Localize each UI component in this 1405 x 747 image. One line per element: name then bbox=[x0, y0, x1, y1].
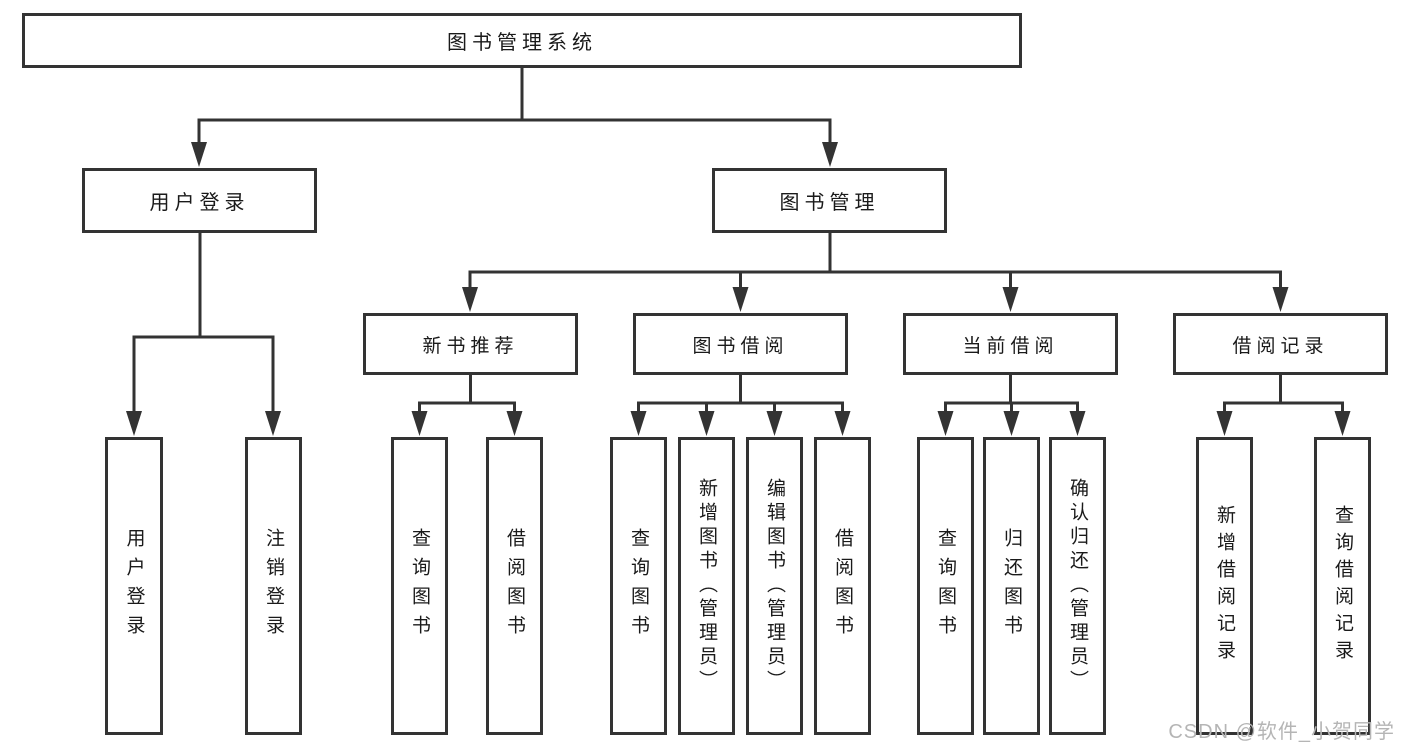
node-new-book-recommend-label: 新书推荐 bbox=[422, 335, 519, 357]
arrowhead-icons bbox=[126, 142, 1351, 436]
leaf-nbr-query-books-label: 查询图书 bbox=[409, 528, 430, 644]
node-current-borrow: 当前借阅 bbox=[903, 313, 1118, 375]
node-book-borrow-label: 图书借阅 bbox=[692, 335, 789, 357]
leaf-nbr-borrow-books: 借阅图书 bbox=[486, 437, 543, 735]
leaf-cb-confirm-return-admin-label: 确认归还（管理员） bbox=[1067, 478, 1088, 694]
leaf-bb-query-books: 查询图书 bbox=[610, 437, 667, 735]
node-borrow-records-label: 借阅记录 bbox=[1232, 335, 1329, 357]
leaf-bb-borrow-books: 借阅图书 bbox=[814, 437, 871, 735]
leaf-cb-query-books-label: 查询图书 bbox=[935, 528, 956, 644]
leaf-br-add-record-label: 新增借阅记录 bbox=[1214, 505, 1235, 667]
leaf-logout: 注销登录 bbox=[245, 437, 302, 735]
leaf-logout-label: 注销登录 bbox=[263, 528, 284, 644]
node-book-management: 图书管理 bbox=[712, 168, 947, 233]
leaf-bb-edit-books-admin-label: 编辑图书（管理员） bbox=[764, 478, 785, 694]
leaf-bb-query-books-label: 查询图书 bbox=[628, 528, 649, 644]
node-user-login-label: 用户登录 bbox=[149, 192, 250, 214]
leaf-br-add-record: 新增借阅记录 bbox=[1196, 437, 1253, 735]
leaf-user-login: 用户登录 bbox=[105, 437, 163, 735]
leaf-br-query-record-label: 查询借阅记录 bbox=[1332, 505, 1353, 667]
node-current-borrow-label: 当前借阅 bbox=[962, 335, 1059, 357]
leaf-cb-return-books-label: 归还图书 bbox=[1001, 528, 1022, 644]
node-book-borrow: 图书借阅 bbox=[633, 313, 848, 375]
leaf-user-login-label: 用户登录 bbox=[123, 528, 145, 644]
leaf-bb-edit-books-admin: 编辑图书（管理员） bbox=[746, 437, 803, 735]
node-root: 图书管理系统 bbox=[22, 13, 1022, 68]
leaf-br-query-record: 查询借阅记录 bbox=[1314, 437, 1371, 735]
node-root-label: 图书管理系统 bbox=[447, 32, 597, 54]
node-book-management-label: 图书管理 bbox=[779, 192, 880, 214]
leaf-bb-add-books-admin-label: 新增图书（管理员） bbox=[696, 478, 717, 694]
leaf-cb-return-books: 归还图书 bbox=[983, 437, 1040, 735]
leaf-cb-query-books: 查询图书 bbox=[917, 437, 974, 735]
leaf-bb-borrow-books-label: 借阅图书 bbox=[832, 528, 853, 644]
leaf-cb-confirm-return-admin: 确认归还（管理员） bbox=[1049, 437, 1106, 735]
csdn-watermark: CSDN @软件_小贺同学 bbox=[1168, 721, 1395, 743]
node-user-login: 用户登录 bbox=[82, 168, 317, 233]
leaf-nbr-query-books: 查询图书 bbox=[391, 437, 448, 735]
node-borrow-records: 借阅记录 bbox=[1173, 313, 1388, 375]
leaf-bb-add-books-admin: 新增图书（管理员） bbox=[678, 437, 735, 735]
node-new-book-recommend: 新书推荐 bbox=[363, 313, 578, 375]
leaf-nbr-borrow-books-label: 借阅图书 bbox=[504, 528, 525, 644]
